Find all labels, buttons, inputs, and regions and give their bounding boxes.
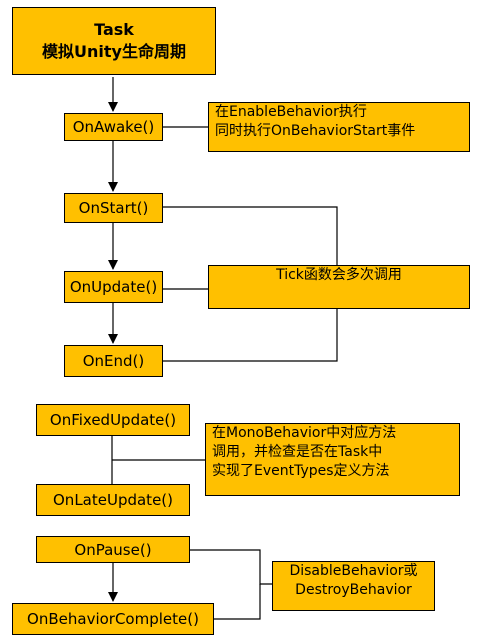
node-on-pause: OnPause() xyxy=(36,536,190,563)
note-mono-line-2: 调用，并检查是否在Task中 xyxy=(212,443,383,460)
node-on-fixed-update: OnFixedUpdate() xyxy=(36,404,190,436)
connector-complete-disable xyxy=(214,584,261,620)
connector-start-tick xyxy=(163,206,338,265)
connector-end-tick xyxy=(163,309,338,362)
node-on-end: OnEnd() xyxy=(64,345,163,377)
note-disable-line-2: DestroyBehavior xyxy=(295,581,412,598)
node-on-behavior-complete: OnBehaviorComplete() xyxy=(12,603,214,635)
note-tick: Tick函数会多次调用 xyxy=(208,265,470,309)
note-tick-text: Tick函数会多次调用 xyxy=(276,267,402,283)
note-mono-line-1: 在MonoBehavior中对应方法 xyxy=(212,425,397,441)
node-on-late-update: OnLateUpdate() xyxy=(36,484,190,516)
note-disable-behavior: DisableBehavior或 DestroyBehavior xyxy=(272,561,435,611)
note-enable-behavior: 在EnableBehavior执行 同时执行OnBehaviorStart事件 xyxy=(208,102,470,152)
note-enable-line-2: 同时执行OnBehaviorStart事件 xyxy=(215,122,416,139)
note-mono-behavior: 在MonoBehavior中对应方法 调用，并检查是否在Task中 实现了Eve… xyxy=(205,423,460,496)
note-mono-line-3: 实现了EventTypes定义方法 xyxy=(212,462,390,479)
note-enable-line-1: 在EnableBehavior执行 xyxy=(215,104,367,120)
title-box: Task 模拟Unity生命周期 xyxy=(12,7,216,75)
node-on-update: OnUpdate() xyxy=(64,271,163,303)
title-line-1: Task xyxy=(94,19,134,39)
title-line-2: 模拟Unity生命周期 xyxy=(42,42,186,61)
connector-pause-disable xyxy=(190,549,272,585)
node-on-awake: OnAwake() xyxy=(64,113,163,141)
note-disable-line-1: DisableBehavior或 xyxy=(289,563,418,579)
node-on-start: OnStart() xyxy=(64,193,163,223)
